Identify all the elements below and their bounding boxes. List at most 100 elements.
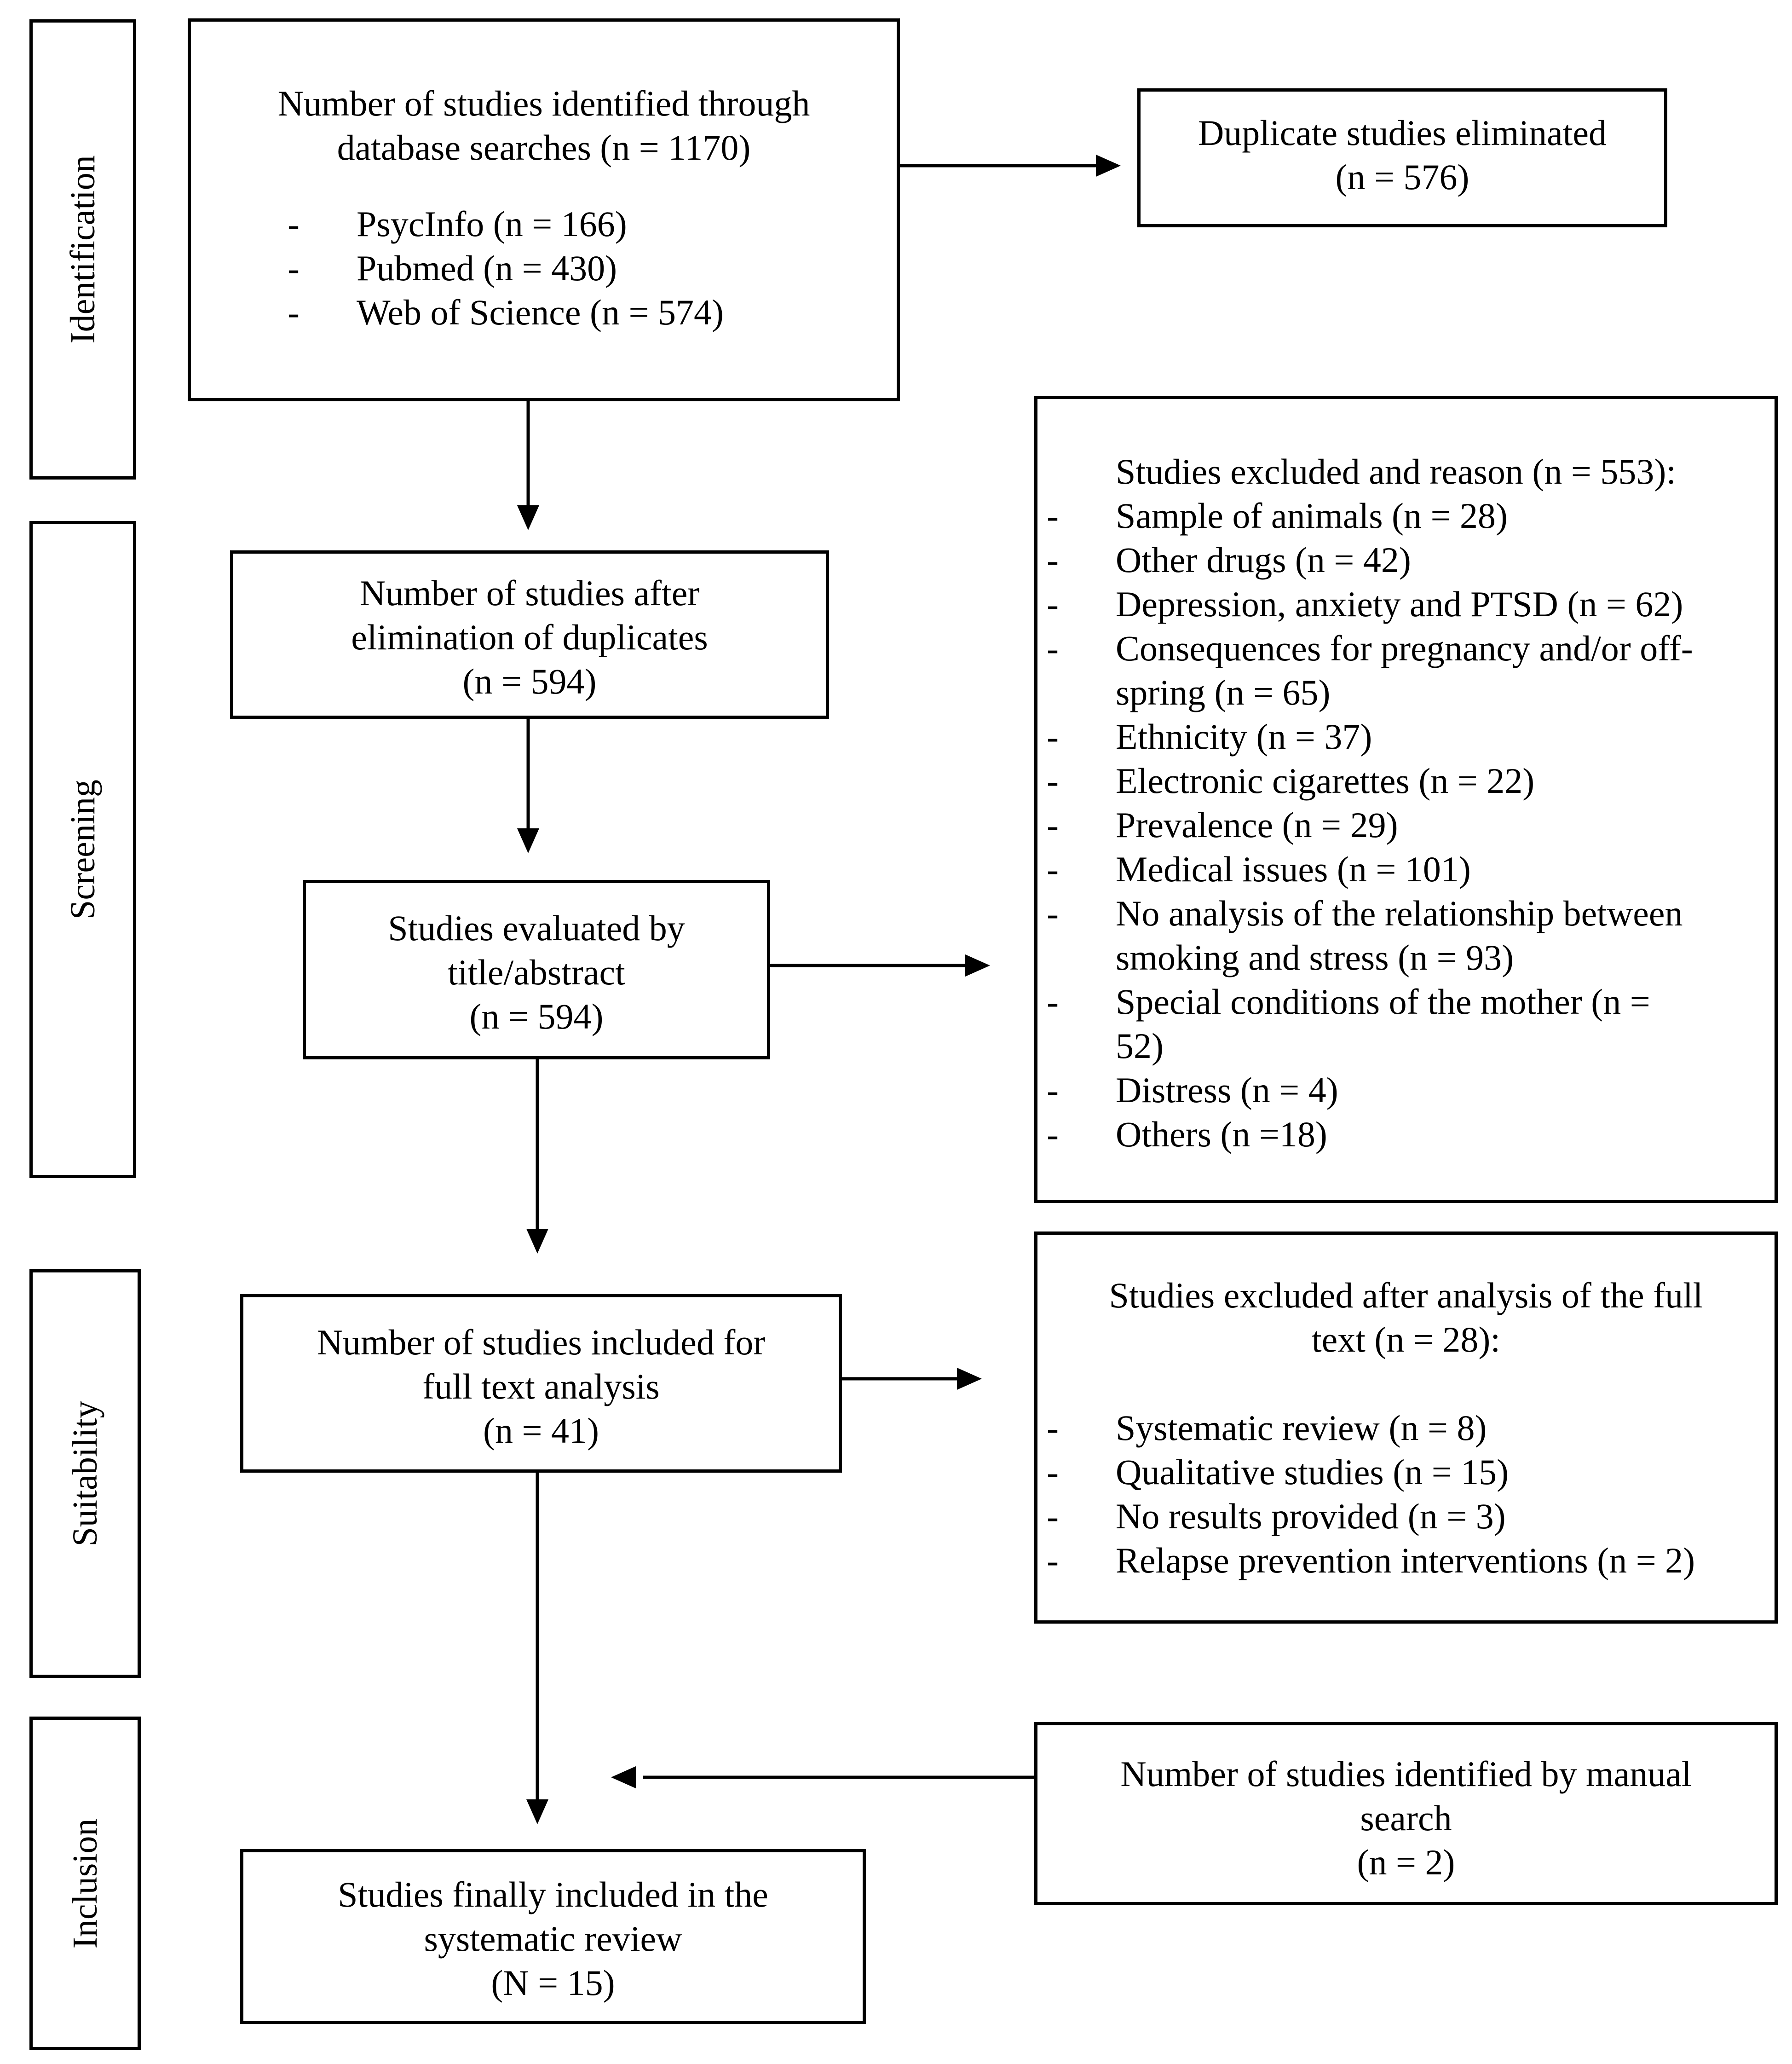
stage-inclusion: Inclusion [29, 1717, 141, 2050]
excluded-reason-item: - Depression, anxiety and PTSD (n = 62) [1047, 582, 1764, 626]
bullet-dash: - [1047, 1408, 1059, 1448]
stage-screening: Screening [29, 521, 136, 1178]
arrowhead-excluded-full-text [957, 1368, 982, 1390]
excluded-reason-text: Sample of animals (n = 28) [1116, 496, 1508, 536]
full-text-line2: full text analysis [422, 1366, 660, 1406]
final-line3: (N = 15) [491, 1963, 615, 2003]
excluded-reasons-content: Studies excluded and reason (n = 553): -… [1047, 450, 1764, 1156]
bullet-dash: - [1047, 1070, 1059, 1110]
bullet-dash: - [1047, 584, 1059, 624]
bullet-dash: - [1047, 805, 1059, 845]
excluded-full-text-list: - Systematic review (n = 8) - Qualitativ… [1047, 1406, 1764, 1583]
manual-search-line3: (n = 2) [1357, 1842, 1455, 1882]
excluded-reason-item: - Other drugs (n = 42) [1047, 538, 1764, 582]
bullet-dash: - [1047, 893, 1059, 933]
bullet-dash: - [1047, 1496, 1059, 1536]
duplicates-box: Duplicate studies eliminated (n = 576) [1137, 88, 1667, 227]
excluded-full-text-line1: Studies excluded after analysis of the f… [1109, 1275, 1703, 1315]
bullet-dash: - [1047, 1540, 1059, 1580]
excluded-reasons-box: Studies excluded and reason (n = 553): -… [1034, 396, 1778, 1203]
excluded-reason-item: - Prevalence (n = 29) [1047, 803, 1764, 847]
after-duplicates-line2: elimination of duplicates [351, 617, 708, 657]
excluded-reason-text: Distress (n = 4) [1116, 1070, 1338, 1110]
after-duplicates-line1: Number of studies after [359, 573, 700, 613]
excluded-reason-item: - Ethnicity (n = 37) [1047, 715, 1764, 759]
excluded-reason-text: Others (n =18) [1116, 1114, 1327, 1154]
full-text-box: Number of studies included for full text… [240, 1294, 842, 1473]
after-duplicates-box: Number of studies after elimination of d… [230, 550, 829, 719]
excluded-reason-item: -Electronic cigarettes (n = 22) [1047, 759, 1764, 803]
excluded-full-text-item: - Relapse prevention interventions (n = … [1047, 1538, 1764, 1583]
source-pubmed: Pubmed (n = 430) [357, 248, 617, 288]
source-web-of-science: Web of Science (n = 574) [357, 292, 724, 332]
excluded-reason-text: spring (n = 65) [1116, 672, 1331, 712]
final-included-box: Studies finally included in the systemat… [240, 1849, 866, 2024]
arrowhead-manual-search [611, 1766, 636, 1788]
excluded-reasons-heading: Studies excluded and reason (n = 553): [1116, 451, 1677, 491]
excluded-reason-text: Ethnicity (n = 37) [1116, 717, 1372, 757]
excluded-reason-text: Depression, anxiety and PTSD (n = 62) [1116, 584, 1683, 624]
bullet-dash: - [288, 248, 300, 288]
excluded-item-text: Systematic review (n = 8) [1116, 1408, 1487, 1448]
excluded-reasons-list: - Sample of animals (n = 28) - Other drugs … [1047, 494, 1764, 1156]
manual-search-line2: search [1360, 1798, 1452, 1838]
excluded-full-text-line2: text (n = 28): [1311, 1319, 1501, 1359]
excluded-full-text-box: Studies excluded after analysis of the f… [1034, 1231, 1778, 1624]
identified-line1: Number of studies identified through [277, 83, 810, 123]
stage-suitability: Suitability [29, 1269, 141, 1678]
excluded-item-text: No results provided (n = 3) [1116, 1496, 1506, 1536]
evaluated-box: Studies evaluated by title/abstract (n =… [303, 880, 770, 1059]
duplicates-line1: Duplicate studies eliminated [1198, 113, 1607, 153]
excluded-reason-text: Prevalence (n = 29) [1116, 805, 1398, 845]
stage-identification: Identification [29, 19, 136, 480]
bullet-dash: - [288, 292, 300, 332]
bullet-dash: - [1047, 1114, 1059, 1154]
bullet-dash: - [1047, 628, 1059, 668]
bullet-dash: - [288, 204, 300, 244]
bullet-dash: - [1047, 540, 1059, 580]
excluded-reason-text: smoking and stress (n = 93) [1116, 937, 1514, 977]
excluded-reason-text: Consequences for pregnancy and/or off- [1116, 628, 1693, 668]
excluded-reason-text: Electronic cigarettes (n = 22) [1116, 761, 1535, 801]
excluded-reason-item: - No analysis of the relationship between… [1047, 891, 1764, 980]
excluded-reason-item: - Consequences for pregnancy and/or off-s… [1047, 626, 1764, 715]
bullet-dash: - [1047, 1452, 1059, 1492]
duplicates-line2: (n = 576) [1335, 157, 1469, 197]
arrowhead-full-text [526, 1229, 548, 1254]
excluded-full-text-item: - Systematic review (n = 8) [1047, 1406, 1764, 1450]
excluded-reason-text: Other drugs (n = 42) [1116, 540, 1411, 580]
bullet-dash: - [1047, 496, 1059, 536]
excluded-reason-text: 52) [1116, 1026, 1164, 1066]
excluded-reason-item: - Special conditions of the mother (n =52… [1047, 980, 1764, 1068]
excluded-reason-text: Medical issues (n = 101) [1116, 849, 1471, 889]
final-line2: systematic review [424, 1919, 682, 1959]
manual-search-line1: Number of studies identified by manual [1120, 1754, 1692, 1794]
arrowhead-after-duplicates [517, 505, 539, 530]
arrowhead-excluded-reasons [965, 954, 990, 977]
excluded-reason-item: - Distress (n = 4) [1047, 1068, 1764, 1112]
arrowhead-duplicates [1096, 155, 1121, 177]
bullet-dash: - [1047, 982, 1059, 1022]
excluded-full-text-item: - Qualitative studies (n = 15) [1047, 1450, 1764, 1494]
identified-line2: database searches (n = 1170) [337, 127, 751, 168]
excluded-item-text: Relapse prevention interventions (n = 2) [1116, 1540, 1695, 1580]
evaluated-line1: Studies evaluated by [388, 908, 685, 948]
full-text-line1: Number of studies included for [317, 1322, 766, 1362]
excluded-full-text-item: - No results provided (n = 3) [1047, 1494, 1764, 1538]
bullet-dash: - [1047, 717, 1059, 757]
bullet-dash: - [1047, 849, 1059, 889]
arrowhead-evaluated [517, 828, 539, 853]
excluded-reason-item: - Sample of animals (n = 28) [1047, 494, 1764, 538]
excluded-reason-item: - Others (n =18) [1047, 1112, 1764, 1156]
source-psycinfo: PsycInfo (n = 166) [357, 204, 627, 244]
excluded-reason-item: - Medical issues (n = 101) [1047, 847, 1764, 891]
identified-studies-box: Number of studies identified through dat… [188, 18, 900, 401]
full-text-line3: (n = 41) [483, 1411, 599, 1451]
final-line1: Studies finally included in the [338, 1874, 768, 1914]
manual-search-box: Number of studies identified by manual s… [1034, 1722, 1778, 1905]
evaluated-line2: title/abstract [448, 952, 625, 992]
excluded-reason-text: No analysis of the relationship between [1116, 893, 1683, 933]
after-duplicates-line3: (n = 594) [462, 661, 597, 701]
excluded-reason-text: Special conditions of the mother (n = [1116, 982, 1650, 1022]
